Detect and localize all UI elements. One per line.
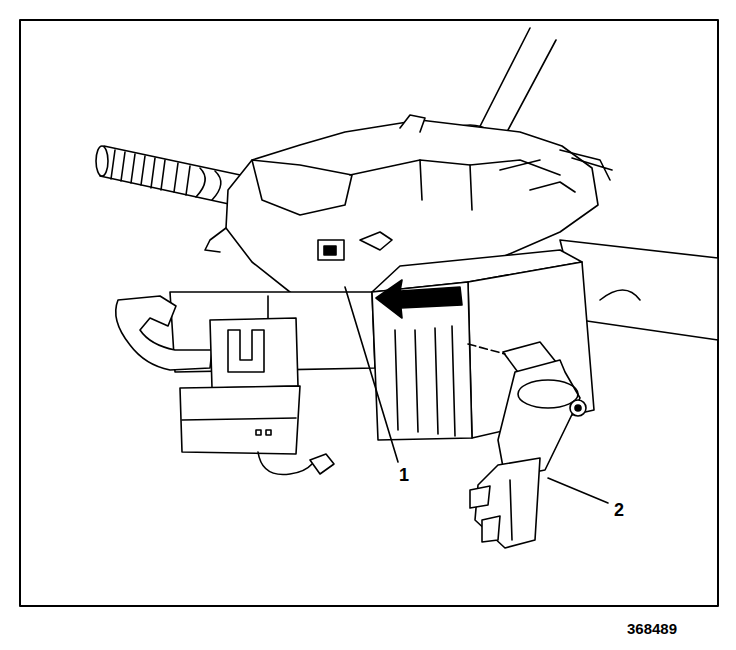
- leader-line: [345, 287, 398, 462]
- wiring-connector: [180, 318, 334, 475]
- figure-frame: [20, 20, 718, 606]
- callout-number: 1: [399, 466, 409, 484]
- figure-number: 368489: [627, 621, 677, 636]
- lower-tube: [116, 292, 375, 387]
- callout-number: 2: [614, 501, 624, 519]
- intermediate-shaft: [96, 146, 245, 206]
- leader-line: [548, 478, 608, 503]
- lock-cylinder: [470, 342, 586, 548]
- alignment-line: [468, 344, 505, 354]
